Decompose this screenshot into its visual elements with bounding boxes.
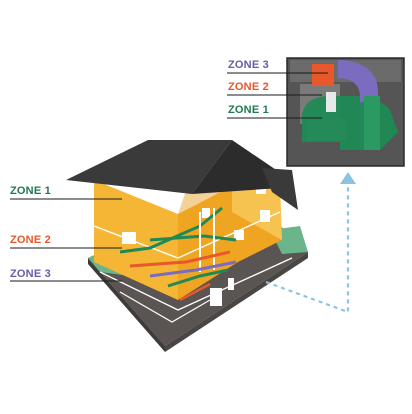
inset-zone-1-label: ZONE 1 xyxy=(228,104,269,116)
zone-leader-lines xyxy=(10,198,122,282)
ducts xyxy=(119,206,237,306)
zone-2-label: ZONE 2 xyxy=(10,234,51,246)
zone-1-label: ZONE 1 xyxy=(10,185,51,197)
zone-3-label: ZONE 3 xyxy=(10,268,51,280)
roof xyxy=(66,140,298,210)
inset-panel xyxy=(286,57,405,167)
inset-zone-3-label: ZONE 3 xyxy=(228,59,269,71)
inset-zone-2-label: ZONE 2 xyxy=(228,81,269,93)
zoom-pointer xyxy=(265,172,356,314)
inset-leader-lines xyxy=(227,72,328,119)
